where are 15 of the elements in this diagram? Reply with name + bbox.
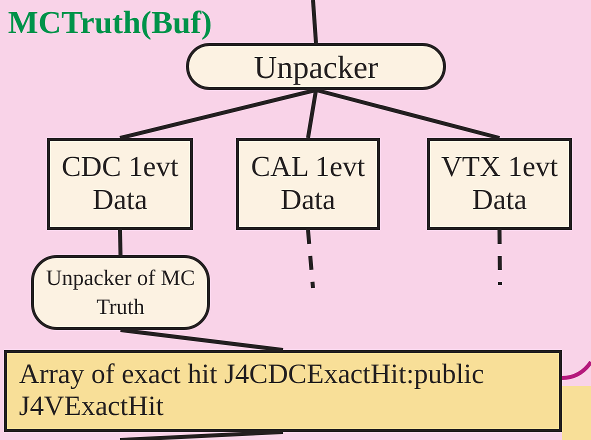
process-box: CAL 1evt Data — [236, 138, 380, 230]
connector-line — [306, 90, 318, 138]
connector-line — [120, 430, 284, 440]
rounded-box: Unpacker — [186, 43, 446, 90]
connector-line — [316, 88, 500, 140]
connector-line — [311, 0, 318, 44]
process-box: VTX 1evt Data — [427, 138, 572, 230]
connector-line — [306, 230, 315, 288]
connector-line — [118, 230, 122, 256]
diagram-title: MCTruth(Buf) — [8, 3, 212, 42]
connector-line — [120, 88, 316, 140]
rounded-box: Unpacker of MC Truth — [31, 255, 210, 330]
connector-line — [120, 328, 284, 352]
connector-line — [498, 230, 502, 286]
process-box: CDC 1evt Data — [47, 138, 193, 230]
